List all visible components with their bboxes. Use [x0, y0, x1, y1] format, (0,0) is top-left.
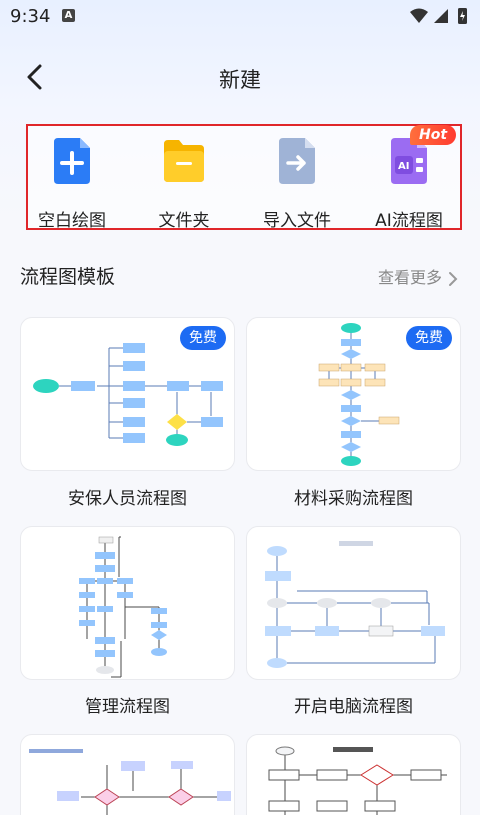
- templates-section-header: 流程图模板 查看更多: [0, 258, 480, 292]
- status-icons: [410, 8, 467, 24]
- template-card[interactable]: [246, 526, 461, 680]
- quick-action-label: 文件夹: [158, 211, 210, 231]
- quick-action-label: AI流程图: [375, 211, 443, 231]
- template-card[interactable]: [20, 526, 235, 680]
- svg-text:AI: AI: [398, 161, 409, 172]
- template-thumbnail: [268, 746, 447, 815]
- signal-icon: [434, 9, 448, 23]
- see-more-label: 查看更多: [377, 268, 442, 287]
- plus-file-icon: [54, 138, 90, 184]
- template-title: 管理流程图: [85, 697, 170, 717]
- wifi-icon: [410, 8, 428, 23]
- folder-icon: [164, 140, 204, 182]
- quick-action-label: 导入文件: [263, 211, 331, 231]
- back-arrow-icon: [27, 64, 42, 90]
- template-thumbnail: [265, 541, 445, 668]
- folder-button[interactable]: 文件夹: [134, 136, 234, 231]
- quick-actions-panel: 空白绘图 文件夹 导入文件 AI AI流程图 Hot: [26, 124, 462, 231]
- template-thumbnail: [29, 749, 231, 815]
- template-thumbnail: [318, 323, 400, 466]
- quick-action-label: 空白绘图: [38, 211, 106, 231]
- ai-flowchart-button[interactable]: AI AI流程图: [359, 136, 459, 231]
- template-card[interactable]: 免费: [246, 317, 461, 471]
- template-thumbnail: [33, 343, 223, 446]
- template-card[interactable]: [246, 734, 461, 815]
- template-title: 开启电脑流程图: [294, 697, 413, 717]
- header: 新建: [0, 52, 480, 102]
- template-card[interactable]: 免费: [20, 317, 235, 471]
- free-badge: 免费: [180, 326, 226, 350]
- status-bar: 9:34 A: [0, 0, 480, 34]
- section-title: 流程图模板: [20, 266, 116, 288]
- blank-drawing-button[interactable]: 空白绘图: [22, 136, 122, 231]
- template-title: 安保人员流程图: [68, 489, 187, 509]
- template-title: 材料采购流程图: [294, 489, 413, 509]
- page-title: 新建: [219, 68, 261, 92]
- back-button[interactable]: [20, 60, 50, 94]
- import-file-button[interactable]: 导入文件: [247, 136, 347, 231]
- free-badge: 免费: [406, 326, 452, 350]
- chevron-right-icon: [449, 271, 458, 286]
- see-more-link[interactable]: 查看更多: [378, 264, 458, 288]
- import-file-icon: [279, 138, 315, 184]
- template-card[interactable]: [20, 734, 235, 815]
- hot-badge: Hot: [410, 125, 456, 145]
- notification-icon: A: [62, 9, 75, 22]
- template-thumbnail: [79, 536, 167, 678]
- status-time: 9:34: [10, 6, 51, 27]
